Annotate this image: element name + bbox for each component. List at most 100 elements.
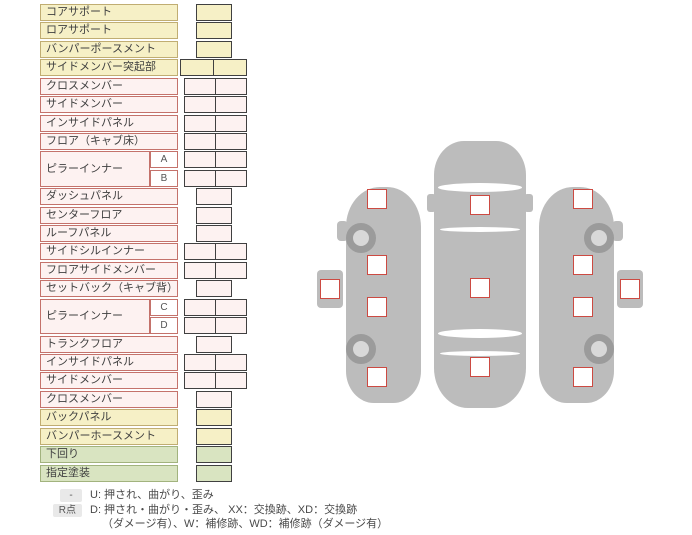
- legend-text-rpoint: D: 押され・曲がり・歪み、 XX：交換跡、XD：交換跡 （ダメージ有）、W：補…: [90, 503, 388, 531]
- damage-cell[interactable]: [184, 353, 216, 371]
- damage-cell[interactable]: [196, 464, 232, 482]
- damage-cell[interactable]: [196, 390, 232, 408]
- damage-marker-top-3[interactable]: [470, 357, 490, 377]
- damage-marker-right-4[interactable]: [573, 367, 593, 387]
- damage-cell[interactable]: [215, 132, 247, 150]
- damage-cell[interactable]: [215, 372, 247, 390]
- damage-cell[interactable]: [196, 446, 232, 464]
- damage-marker-right-1[interactable]: [573, 189, 593, 209]
- part-label: ダッシュパネル: [40, 188, 178, 206]
- part-label: サイドメンバー突起部: [40, 59, 178, 77]
- part-label: インサイドパネル: [40, 353, 178, 371]
- rear-window-line: [438, 329, 522, 338]
- part-label: インサイドパネル: [40, 114, 178, 132]
- legend-key-rpoint: R点: [52, 504, 82, 517]
- damage-cell[interactable]: [184, 169, 216, 187]
- part-label: サイドシルインナー: [40, 243, 178, 261]
- damage-marker-top-2[interactable]: [470, 278, 490, 298]
- part-label: バンパーホースメント: [40, 427, 178, 445]
- damage-cell[interactable]: [215, 298, 247, 316]
- car-top-mirror-left: [427, 194, 436, 212]
- part-label: 指定塗装: [40, 464, 178, 482]
- part-label: ロアサポート: [40, 22, 178, 40]
- damage-cell[interactable]: [215, 151, 247, 169]
- part-label: セットバック（キャブ背）: [40, 280, 178, 298]
- damage-cell[interactable]: [196, 280, 232, 298]
- damage-cell[interactable]: [215, 353, 247, 371]
- part-label: サイドメンバー: [40, 372, 178, 390]
- damage-cell[interactable]: [215, 169, 247, 187]
- damage-cell[interactable]: [184, 151, 216, 169]
- damage-cell[interactable]: [215, 96, 247, 114]
- damage-marker-right-sill[interactable]: [620, 279, 640, 299]
- damage-cell[interactable]: [180, 59, 214, 77]
- pillar-section-label: B: [150, 169, 178, 187]
- damage-cell[interactable]: [196, 4, 232, 21]
- damage-cell[interactable]: [196, 409, 232, 427]
- car-right-rear-wheel-icon: [584, 334, 614, 364]
- legend-row-rpoint: R点 D: 押され・曲がり・歪み、 XX：交換跡、XD：交換跡 （ダメージ有）、…: [44, 503, 388, 531]
- part-label: トランクフロア: [40, 335, 178, 353]
- damage-cell[interactable]: [184, 243, 216, 261]
- part-label: フロア（キャブ床）: [40, 132, 178, 150]
- car-top-mirror-right: [524, 194, 533, 212]
- damage-marker-left-1[interactable]: [367, 189, 387, 209]
- damage-cell[interactable]: [184, 114, 216, 132]
- damage-cell[interactable]: [215, 243, 247, 261]
- pillar-section-label: C: [150, 298, 178, 316]
- damage-cell[interactable]: [196, 40, 232, 58]
- pillar-section-label: D: [150, 317, 178, 335]
- windshield-line: [438, 183, 522, 192]
- part-label: センターフロア: [40, 206, 178, 224]
- damage-cell[interactable]: [184, 298, 216, 316]
- part-label: コアサポート: [40, 4, 178, 21]
- damage-cell[interactable]: [184, 372, 216, 390]
- damage-cell[interactable]: [184, 317, 216, 335]
- damage-cell[interactable]: [184, 77, 216, 95]
- damage-cell[interactable]: [213, 59, 247, 77]
- car-left-rear-wheel-icon: [346, 334, 376, 364]
- damage-cell[interactable]: [184, 132, 216, 150]
- damage-cell[interactable]: [215, 317, 247, 335]
- damage-cell[interactable]: [196, 188, 232, 206]
- damage-marker-left-4[interactable]: [367, 367, 387, 387]
- part-label: サイドメンバー: [40, 96, 178, 114]
- legend-row-u: - U: 押され、曲がり、歪み: [44, 488, 388, 502]
- legend-text-u: U: 押され、曲がり、歪み: [90, 489, 214, 501]
- damage-cell[interactable]: [196, 206, 232, 224]
- damage-cell[interactable]: [215, 261, 247, 279]
- car-left-front-wheel-icon: [346, 223, 376, 253]
- part-label: 下回り: [40, 446, 178, 464]
- part-label: バックパネル: [40, 409, 178, 427]
- part-label: バンパーポースメント: [40, 40, 178, 58]
- damage-marker-left-2[interactable]: [367, 255, 387, 275]
- damage-cell[interactable]: [215, 77, 247, 95]
- legend-key-dash: -: [60, 489, 82, 502]
- roof-front-line: [440, 227, 520, 232]
- part-label: クロスメンバー: [40, 77, 178, 95]
- damage-marker-top-1[interactable]: [470, 195, 490, 215]
- damage-cell[interactable]: [215, 114, 247, 132]
- part-label: クロスメンバー: [40, 390, 178, 408]
- pillar-section-label: A: [150, 151, 178, 169]
- part-label: ピラーインナー: [40, 298, 150, 335]
- damage-cell[interactable]: [196, 22, 232, 40]
- part-label: ルーフパネル: [40, 225, 178, 243]
- part-label: フロアサイドメンバー: [40, 261, 178, 279]
- damage-cell[interactable]: [196, 225, 232, 243]
- car-right-mirror: [612, 221, 623, 241]
- part-label: ピラーインナー: [40, 151, 150, 187]
- damage-cell[interactable]: [196, 427, 232, 445]
- damage-marker-right-3[interactable]: [573, 297, 593, 317]
- car-left-mirror: [337, 221, 348, 241]
- damage-cell[interactable]: [184, 96, 216, 114]
- damage-marker-right-2[interactable]: [573, 255, 593, 275]
- damage-cell[interactable]: [184, 261, 216, 279]
- damage-marker-left-3[interactable]: [367, 297, 387, 317]
- damage-cell[interactable]: [196, 335, 232, 353]
- trunk-line: [440, 351, 520, 356]
- legend-text-rpoint-line2: （ダメージ有）、W：補修跡、WD：補修跡（ダメージ有）: [102, 518, 389, 530]
- car-right-front-wheel-icon: [584, 223, 614, 253]
- damage-marker-left-sill[interactable]: [320, 279, 340, 299]
